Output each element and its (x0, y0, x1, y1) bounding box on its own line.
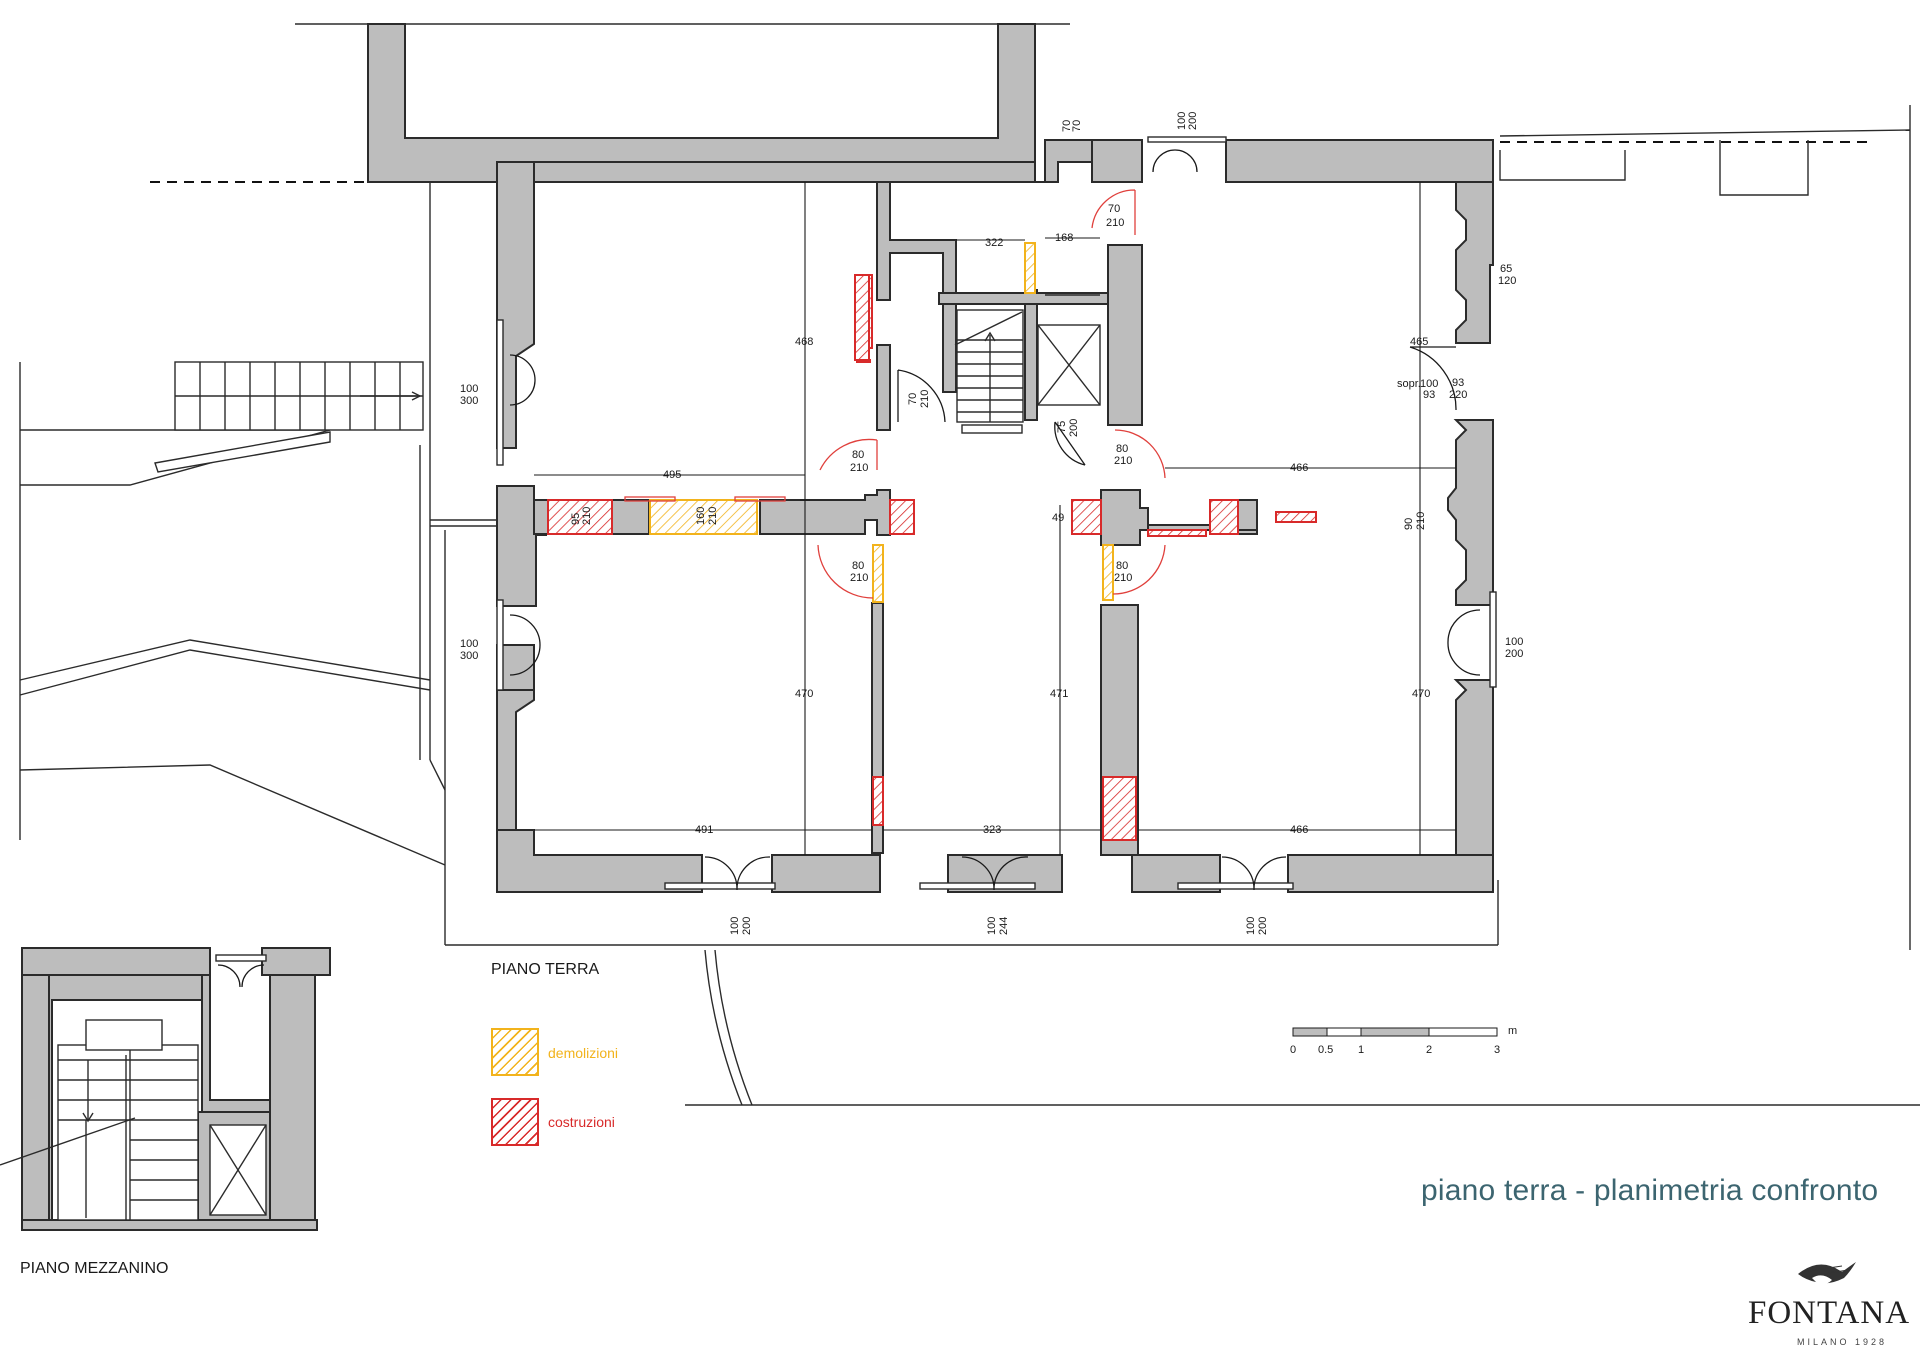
window-100-200-right-a: 100 (1505, 636, 1523, 648)
scale-tick-2: 2 (1426, 1044, 1432, 1056)
opening-70-70-b: 70 (1071, 120, 1083, 132)
dim-470-left: 470 (795, 688, 813, 700)
scale-tick-0: 0 (1290, 1044, 1296, 1056)
door-80-210-d-a: 80 (1116, 560, 1128, 572)
legend-costruzioni-label: costruzioni (548, 1114, 615, 1130)
door-75-200-b: 200 (1068, 419, 1080, 437)
dim-466-bottom: 466 (1290, 824, 1308, 836)
door-80-210-b-a: 80 (1116, 443, 1128, 455)
legend-demolizioni-label: demolizioni (548, 1045, 619, 1061)
stair-core (954, 294, 1101, 434)
scale-tick-1: 1 (1358, 1044, 1364, 1056)
scale-bar: m 0 0.5 1 2 3 (1290, 1025, 1517, 1056)
dimension-lines (534, 182, 1456, 855)
scale-unit: m (1508, 1025, 1517, 1037)
door-80-210-d-b: 210 (1114, 572, 1132, 584)
window-100-93-b: 93 (1423, 389, 1435, 401)
dim-465: 465 (1410, 336, 1428, 348)
window-100-93-a: 100 (1420, 378, 1438, 390)
openings (496, 136, 1497, 891)
legend-demolizioni-swatch (491, 1028, 539, 1076)
opening-70-70-a: 70 (1061, 120, 1073, 132)
bottom-door-mid-b: 244 (998, 917, 1010, 935)
annex-wall (367, 23, 1036, 183)
window-65-120-a: 65 (1500, 263, 1512, 275)
door-70-210-b: 210 (1106, 217, 1124, 229)
door-75-200-a: 75 (1056, 421, 1068, 433)
door-80-210-a-a: 80 (852, 449, 864, 461)
fontana-eagle-logo (1798, 1262, 1856, 1285)
door-80-210-c-a: 80 (852, 560, 864, 572)
door-70-210-a: 70 (1108, 203, 1120, 215)
site-context (19, 23, 1920, 1106)
piano-terra-label: PIANO TERRA (491, 961, 600, 978)
dim-49: 49 (1052, 512, 1064, 524)
window-100-300-bottom-b: 300 (460, 650, 478, 662)
dim-495: 495 (663, 469, 681, 481)
window-100-200-right-b: 200 (1505, 648, 1523, 660)
dim-468: 468 (795, 336, 813, 348)
dim-466-top: 466 (1290, 462, 1308, 474)
scale-tick-0.5: 0.5 (1318, 1044, 1333, 1056)
opening-100-200-top-b: 200 (1187, 112, 1199, 130)
bottom-door-left-b: 200 (741, 917, 753, 935)
door-80-210-a-b: 210 (850, 462, 868, 474)
dim-491: 491 (695, 824, 713, 836)
door-80-210-c-b: 210 (850, 572, 868, 584)
door-90-210-b: 210 (1415, 512, 1427, 530)
window-100-300-bottom-a: 100 (460, 638, 478, 650)
door-95-210-a: 95 (570, 513, 582, 525)
door-90-210-a: 90 (1403, 518, 1415, 530)
mezzanine-plan (0, 947, 331, 1231)
drawing-title: piano terra - planimetria confronto (1421, 1174, 1879, 1207)
window-100-300-top-a: 100 (460, 383, 478, 395)
door-70-210-v-a: 70 (907, 393, 919, 405)
piano-mezzanino-label: PIANO MEZZANINO (20, 1260, 169, 1277)
external-stair-treads (175, 362, 423, 430)
door-80-210-b-b: 210 (1114, 455, 1132, 467)
demolition-areas (649, 242, 1114, 603)
building-walls (496, 139, 1494, 893)
sopr-label: sopr. (1397, 378, 1421, 390)
dim-471: 471 (1050, 688, 1068, 700)
opening-100-200-top-a: 100 (1176, 112, 1188, 130)
dim-322: 322 (985, 237, 1003, 249)
door-160-210-b: 210 (707, 507, 719, 525)
window-93-220-b: 220 (1449, 389, 1467, 401)
brand-sub: MILANO 1928 (1797, 1337, 1888, 1347)
dim-323: 323 (983, 824, 1001, 836)
dim-470-right: 470 (1412, 688, 1430, 700)
legend-costruzioni-swatch (491, 1098, 539, 1146)
window-100-300-top-b: 300 (460, 395, 478, 407)
window-93-220-a: 93 (1452, 377, 1464, 389)
dimension-text: 468 470 491 495 322 168 323 471 466 466 … (460, 112, 1523, 935)
brand-name: FONTANA (1748, 1295, 1911, 1331)
window-65-120-b: 120 (1498, 275, 1516, 287)
scale-tick-3: 3 (1494, 1044, 1500, 1056)
dim-168: 168 (1055, 232, 1073, 244)
door-95-210-b: 210 (581, 507, 593, 525)
bottom-door-left-a: 100 (729, 917, 741, 935)
door-160-210-a: 160 (695, 507, 707, 525)
bottom-door-right-a: 100 (1245, 917, 1257, 935)
door-70-210-v-b: 210 (919, 390, 931, 408)
bottom-door-right-b: 200 (1257, 917, 1269, 935)
construction-areas (547, 274, 1317, 841)
bottom-door-mid-a: 100 (986, 917, 998, 935)
